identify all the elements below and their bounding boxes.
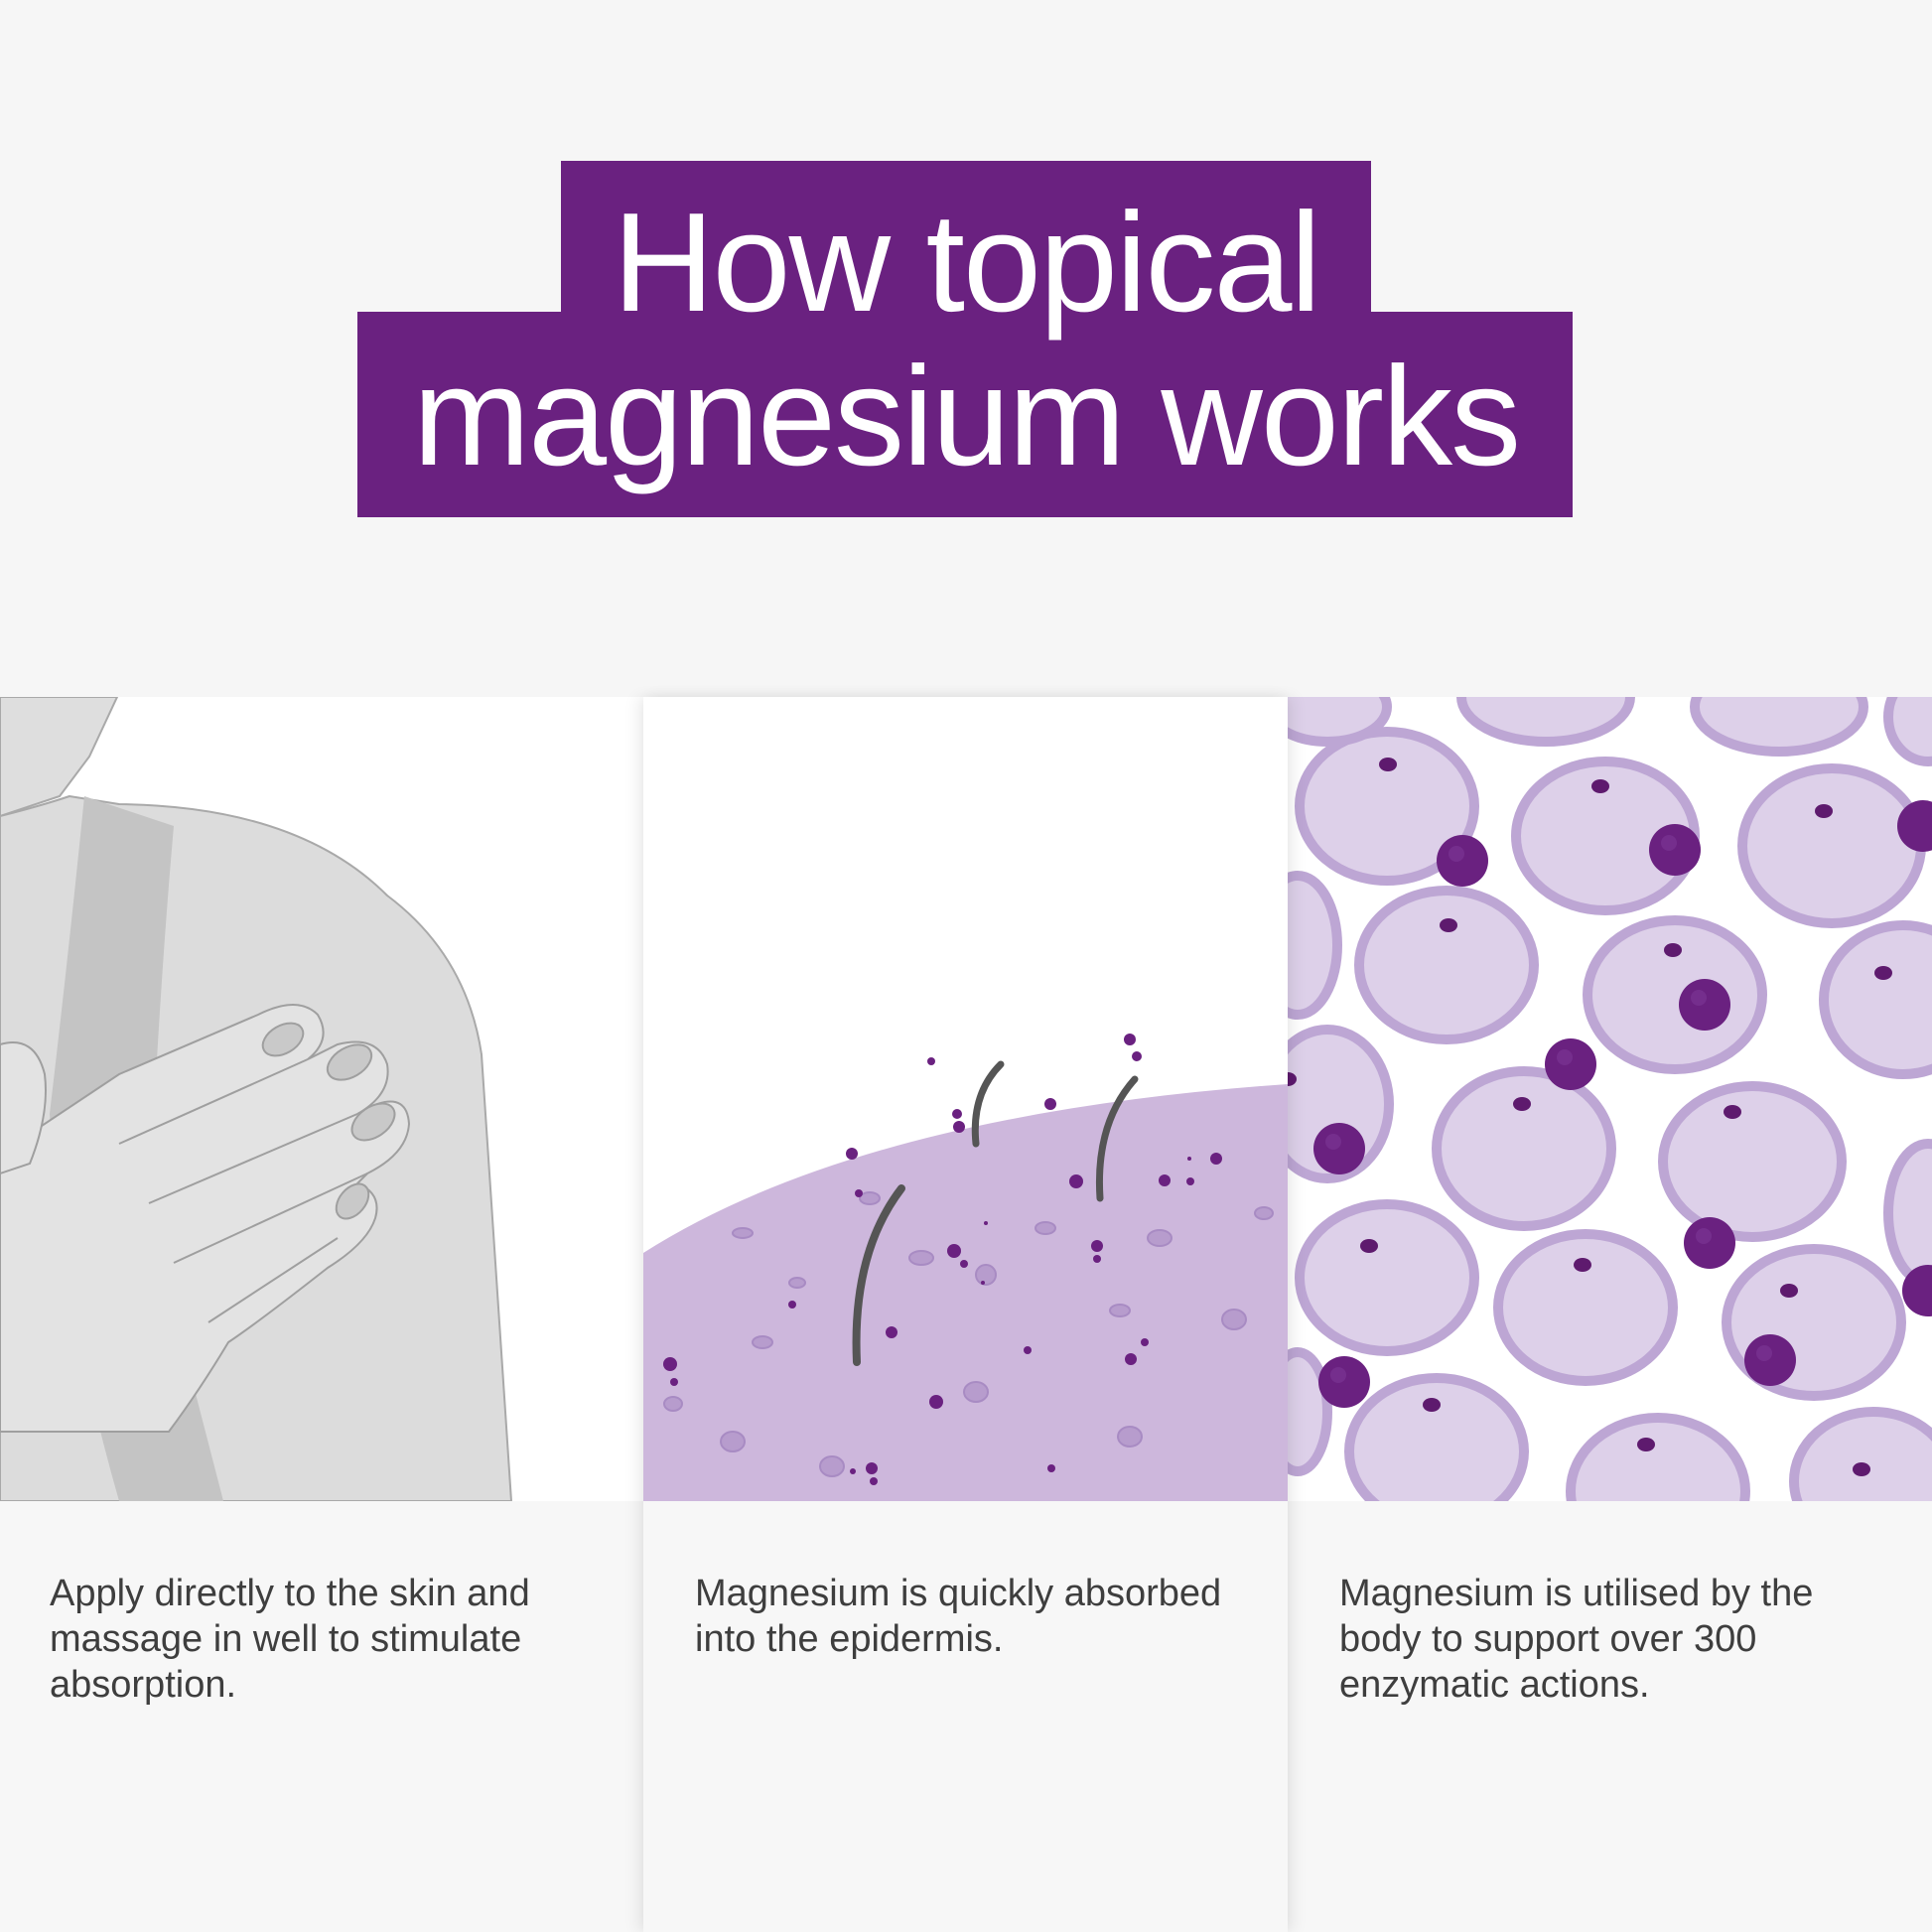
title-background-bottom (357, 312, 1573, 517)
step-caption-3: Magnesium is utilised by the body to sup… (1339, 1573, 1814, 1706)
title-line-1: How topical (613, 184, 1321, 342)
step-panel-1: Apply directly to the skin and massage i… (0, 697, 643, 1932)
title-background-top (561, 161, 1371, 320)
step-caption-1: Apply directly to the skin and massage i… (50, 1573, 530, 1706)
step-caption-2: Magnesium is quickly absorbed into the e… (695, 1573, 1222, 1660)
step-panel-2: Magnesium is quickly absorbed into the e… (643, 697, 1288, 1932)
step-panel-3: Magnesium is utilised by the body to sup… (1288, 697, 1932, 1932)
skin-absorption-icon (643, 697, 1288, 1501)
hand-on-shoulder-icon (0, 697, 643, 1501)
title-line-2: magnesium works (412, 338, 1521, 495)
title-banner: How topical magnesium works (0, 0, 1932, 695)
cells-icon (1288, 697, 1932, 1501)
